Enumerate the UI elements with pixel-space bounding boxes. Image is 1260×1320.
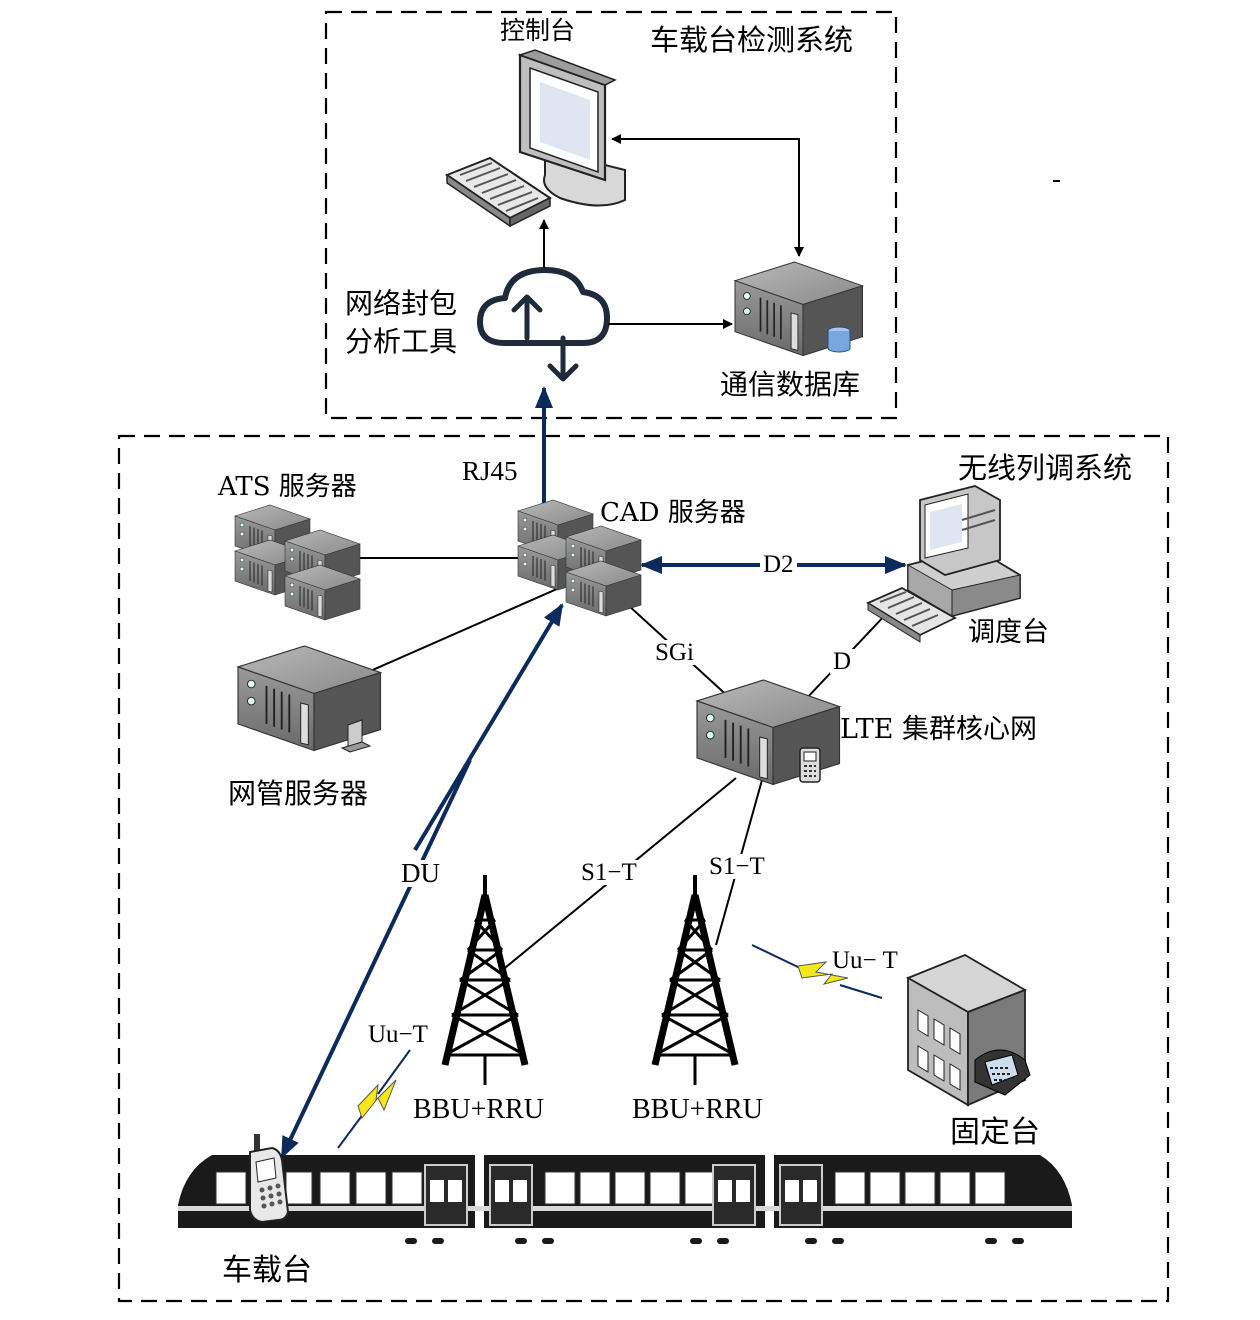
console-keyboard-icon	[444, 156, 552, 228]
onboard-radio-icon	[249, 1134, 290, 1224]
s1t-label-2: S1−T	[706, 854, 768, 879]
fixed-station-label: 固定台	[950, 1115, 1040, 1150]
bts-label-2: BBU+RRU	[632, 1094, 763, 1125]
console-label: 控制台	[500, 16, 576, 45]
lte-core-label: LTE 集群核心网	[840, 714, 1038, 745]
cad-server-label: CAD 服务器	[600, 498, 746, 528]
onboard-label: 车载台	[222, 1253, 312, 1288]
bts-tower-2-icon	[655, 875, 735, 1085]
nms-server-label: 网管服务器	[228, 777, 369, 810]
ats-server-icon	[234, 504, 361, 621]
lte-phone-icon	[799, 747, 821, 783]
console-database-link	[618, 138, 804, 257]
uu-t-lightning-onboard	[337, 1049, 411, 1149]
sgi-label: SGi	[652, 640, 697, 665]
packet-tool-label-line2: 分析工具	[345, 325, 458, 358]
d-label: D	[830, 649, 855, 674]
console-monitor-icon	[517, 49, 626, 207]
du-label: DU	[398, 860, 443, 887]
packet-tool-label-line1: 网络封包	[345, 287, 458, 320]
dispatch-system-boundary	[117, 434, 1170, 1303]
detection-system-boundary	[324, 10, 898, 420]
uu-t-lightning-fixed	[751, 944, 883, 999]
dispatch-keyboard-icon	[866, 586, 957, 643]
uu-t-label-fixed: Uu− T	[832, 947, 898, 974]
database-label: 通信数据库	[720, 368, 861, 401]
database-cylinder-icon	[827, 326, 851, 353]
nms-cad-link	[367, 584, 567, 673]
bts-label-1: BBU+RRU	[413, 1094, 544, 1125]
ats-server-label: ATS 服务器	[218, 472, 357, 502]
uu-t-label-onboard: Uu−T	[368, 1021, 428, 1048]
s1t-label-1: S1−T	[578, 860, 640, 885]
du-link-to-cad	[413, 603, 564, 852]
dispatch-system-title: 无线列调系统	[958, 451, 1133, 485]
cloud-packet-tool-icon	[477, 267, 610, 382]
d2-label: D2	[760, 552, 797, 577]
bts-tower-1-icon	[445, 875, 525, 1085]
dispatch-console-label: 调度台	[968, 617, 1049, 648]
nms-laptop-icon	[340, 719, 372, 753]
train-icon	[178, 1155, 1072, 1244]
dispatch-console-icon	[907, 485, 1021, 617]
fixed-telephone-icon	[974, 1049, 1031, 1096]
du-link-to-onboard	[280, 759, 472, 1159]
rj45-label: RJ45	[462, 456, 518, 486]
detection-system-title: 车载台检测系统	[650, 23, 854, 57]
